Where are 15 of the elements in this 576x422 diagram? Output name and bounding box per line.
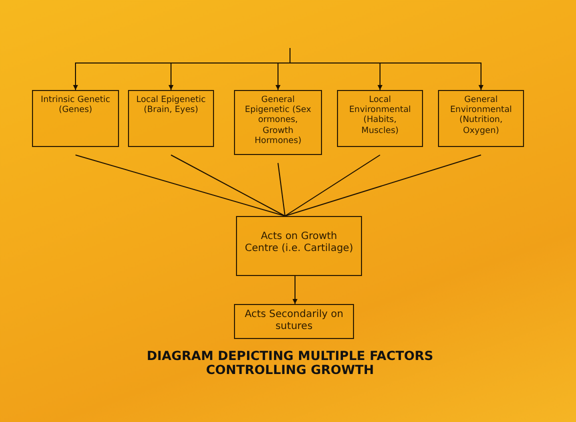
arrow: [290, 48, 484, 90]
text-box: General Environmental (Nutrition, Oxygen): [438, 90, 524, 147]
connector-line: [284, 154, 482, 216]
connector-line: [75, 154, 286, 216]
diagram-title: DIAGRAM DEPICTING MULTIPLE FACTORS CONTROLLING GROWTH: [146, 349, 434, 377]
text-box: Acts on Growth Centre (i.e. Cartilage): [236, 216, 362, 276]
text-box: Local Epigenetic (Brain, Eyes): [128, 90, 214, 147]
connector-line: [278, 162, 286, 216]
connector-line: [170, 154, 286, 216]
connector-line: [284, 154, 380, 216]
text-box: Intrinsic Genetic (Genes): [32, 90, 119, 147]
arrow: [292, 276, 298, 304]
text-box: General Epigenetic (Sex ormones, Growth Hormones): [234, 90, 322, 155]
text-box: Local Environmental (Habits, Muscles): [337, 90, 423, 147]
text-box: Acts Secondarily on sutures: [234, 304, 354, 339]
